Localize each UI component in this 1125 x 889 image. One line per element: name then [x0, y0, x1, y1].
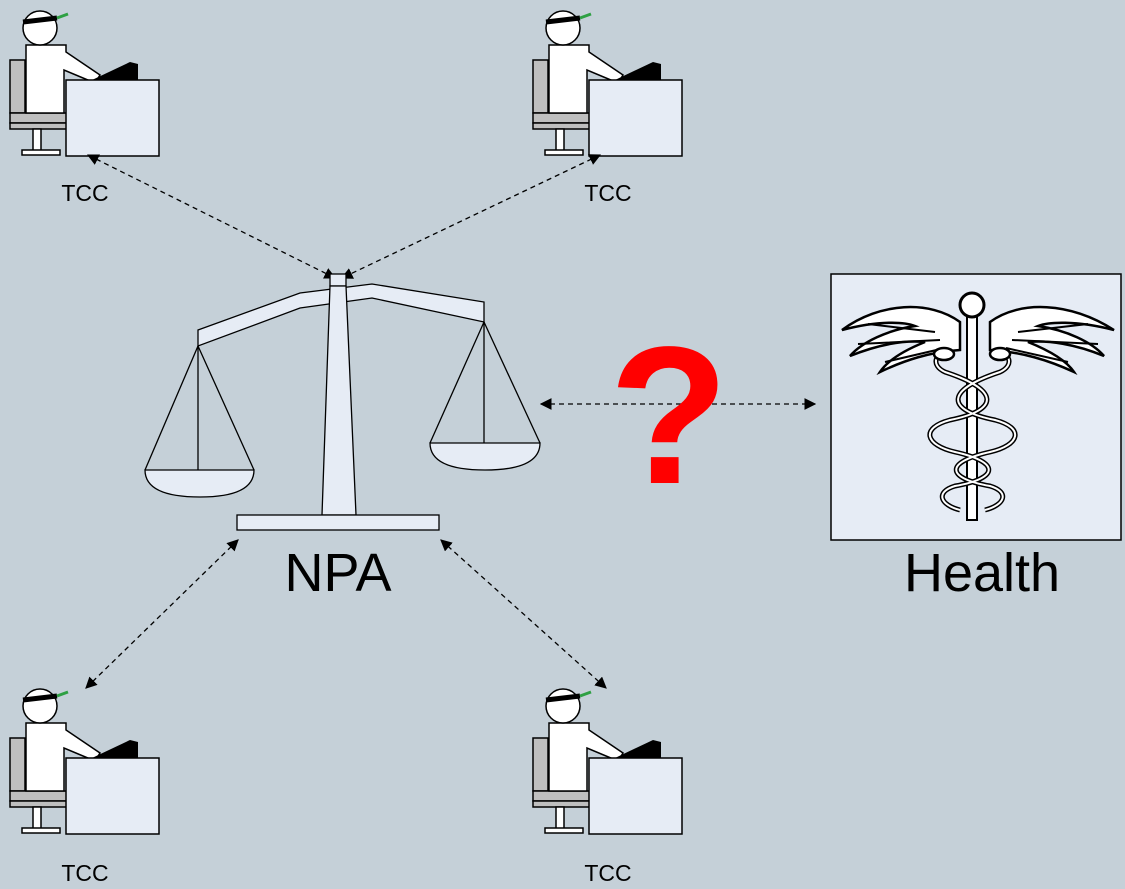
workstation-bottom-right-icon — [533, 689, 682, 834]
health-label: Health — [903, 543, 1061, 603]
caduceus-icon — [841, 291, 1115, 521]
workstation-top-right-icon — [533, 11, 682, 156]
link-top-left-to-npa — [86, 154, 337, 279]
tcc-label-bottom-right: TCC — [584, 860, 632, 886]
link-npa-to-bottom-right — [440, 539, 607, 689]
question-mark-icon: ? — [609, 306, 729, 525]
link-top-right-to-npa — [340, 154, 602, 279]
tcc-label-top-left: TCC — [61, 180, 109, 206]
workstation-bottom-left-icon — [10, 689, 159, 834]
tcc-label-top-right: TCC — [584, 180, 632, 206]
tcc-label-bottom-left: TCC — [61, 860, 109, 886]
balance-scale-icon — [144, 273, 541, 531]
workstation-top-left-icon — [10, 11, 159, 156]
npa-label: NPA — [284, 543, 392, 603]
link-npa-to-bottom-left — [85, 539, 239, 689]
